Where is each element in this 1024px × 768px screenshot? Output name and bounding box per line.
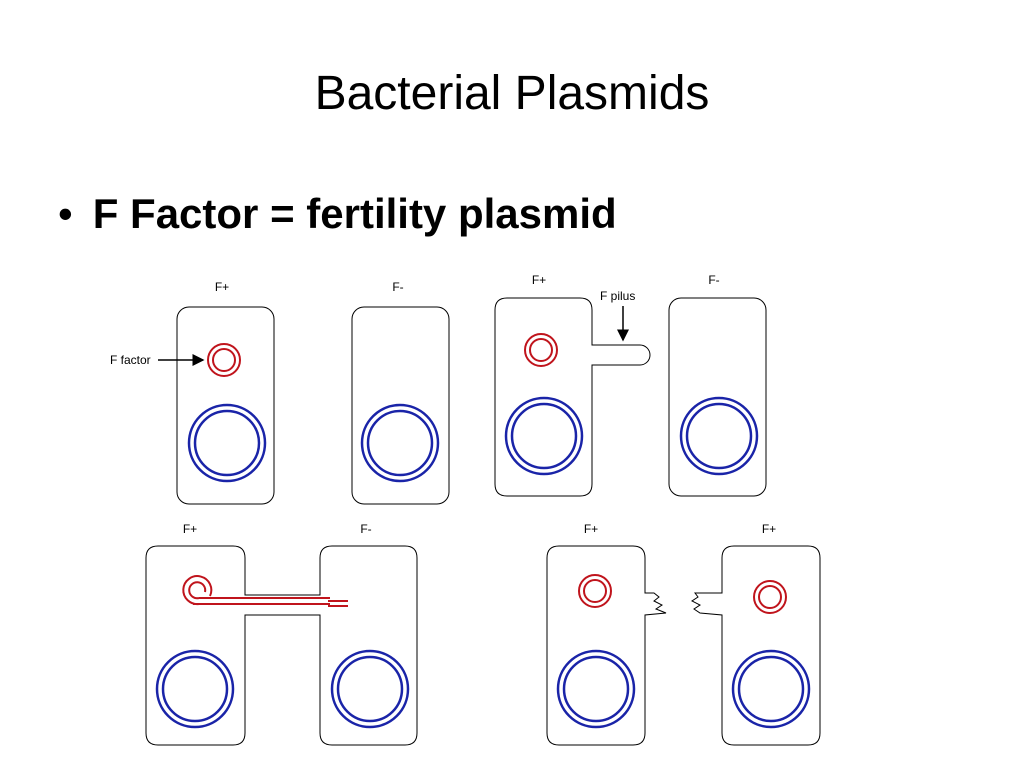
cell-body-with-pilus: [494, 297, 651, 497]
chromosome: [731, 649, 811, 729]
label-fplus-2: F+: [532, 273, 546, 287]
chromosome: [187, 403, 267, 483]
label-fminus-2: F-: [708, 273, 719, 287]
bullet-text: F Factor = fertility plasmid: [92, 190, 617, 237]
chromosome: [155, 649, 235, 729]
chromosome: [330, 649, 410, 729]
label-fminus-3: F-: [360, 522, 371, 536]
f-factor-plasmid: [207, 343, 241, 377]
label-fplus-1: F+: [215, 280, 229, 294]
panel-2-fminus-cell: F-: [351, 280, 450, 505]
label-fplus-4: F+: [584, 522, 598, 536]
panel-5-conjugation-bridge: F+ F-: [145, 522, 418, 746]
f-factor-plasmid: [753, 580, 787, 614]
slide-title: Bacterial Plasmids: [314, 67, 710, 120]
transferring-plasmid: [182, 575, 348, 607]
label-f-factor: F factor: [110, 353, 151, 367]
right-cell-body: [691, 545, 821, 746]
joined-cells-body: [145, 545, 418, 746]
f-factor-plasmid: [524, 333, 558, 367]
label-f-pilus: F pilus: [600, 289, 635, 303]
chromosome: [679, 396, 759, 476]
panel-4-fminus-cell: F-: [668, 273, 767, 497]
left-cell-body: [546, 545, 667, 746]
chromosome: [556, 649, 636, 729]
label-fplus-3: F+: [183, 522, 197, 536]
bullet-dot: •: [58, 190, 73, 237]
label-fminus-1: F-: [392, 280, 403, 294]
bullet-item: • F Factor = fertility plasmid: [58, 190, 617, 238]
chromosome: [504, 396, 584, 476]
f-factor-plasmid: [578, 574, 612, 608]
cell-body: [176, 306, 275, 505]
cell-body: [668, 297, 767, 497]
chromosome: [360, 403, 440, 483]
panel-3-fplus-pilus: F+ F pilus: [494, 273, 651, 497]
panel-6-separated-cells: F+ F+: [546, 522, 821, 746]
cell-body: [351, 306, 450, 505]
panel-1-fplus-cell: F+ F factor: [110, 280, 275, 505]
label-fplus-5: F+: [762, 522, 776, 536]
